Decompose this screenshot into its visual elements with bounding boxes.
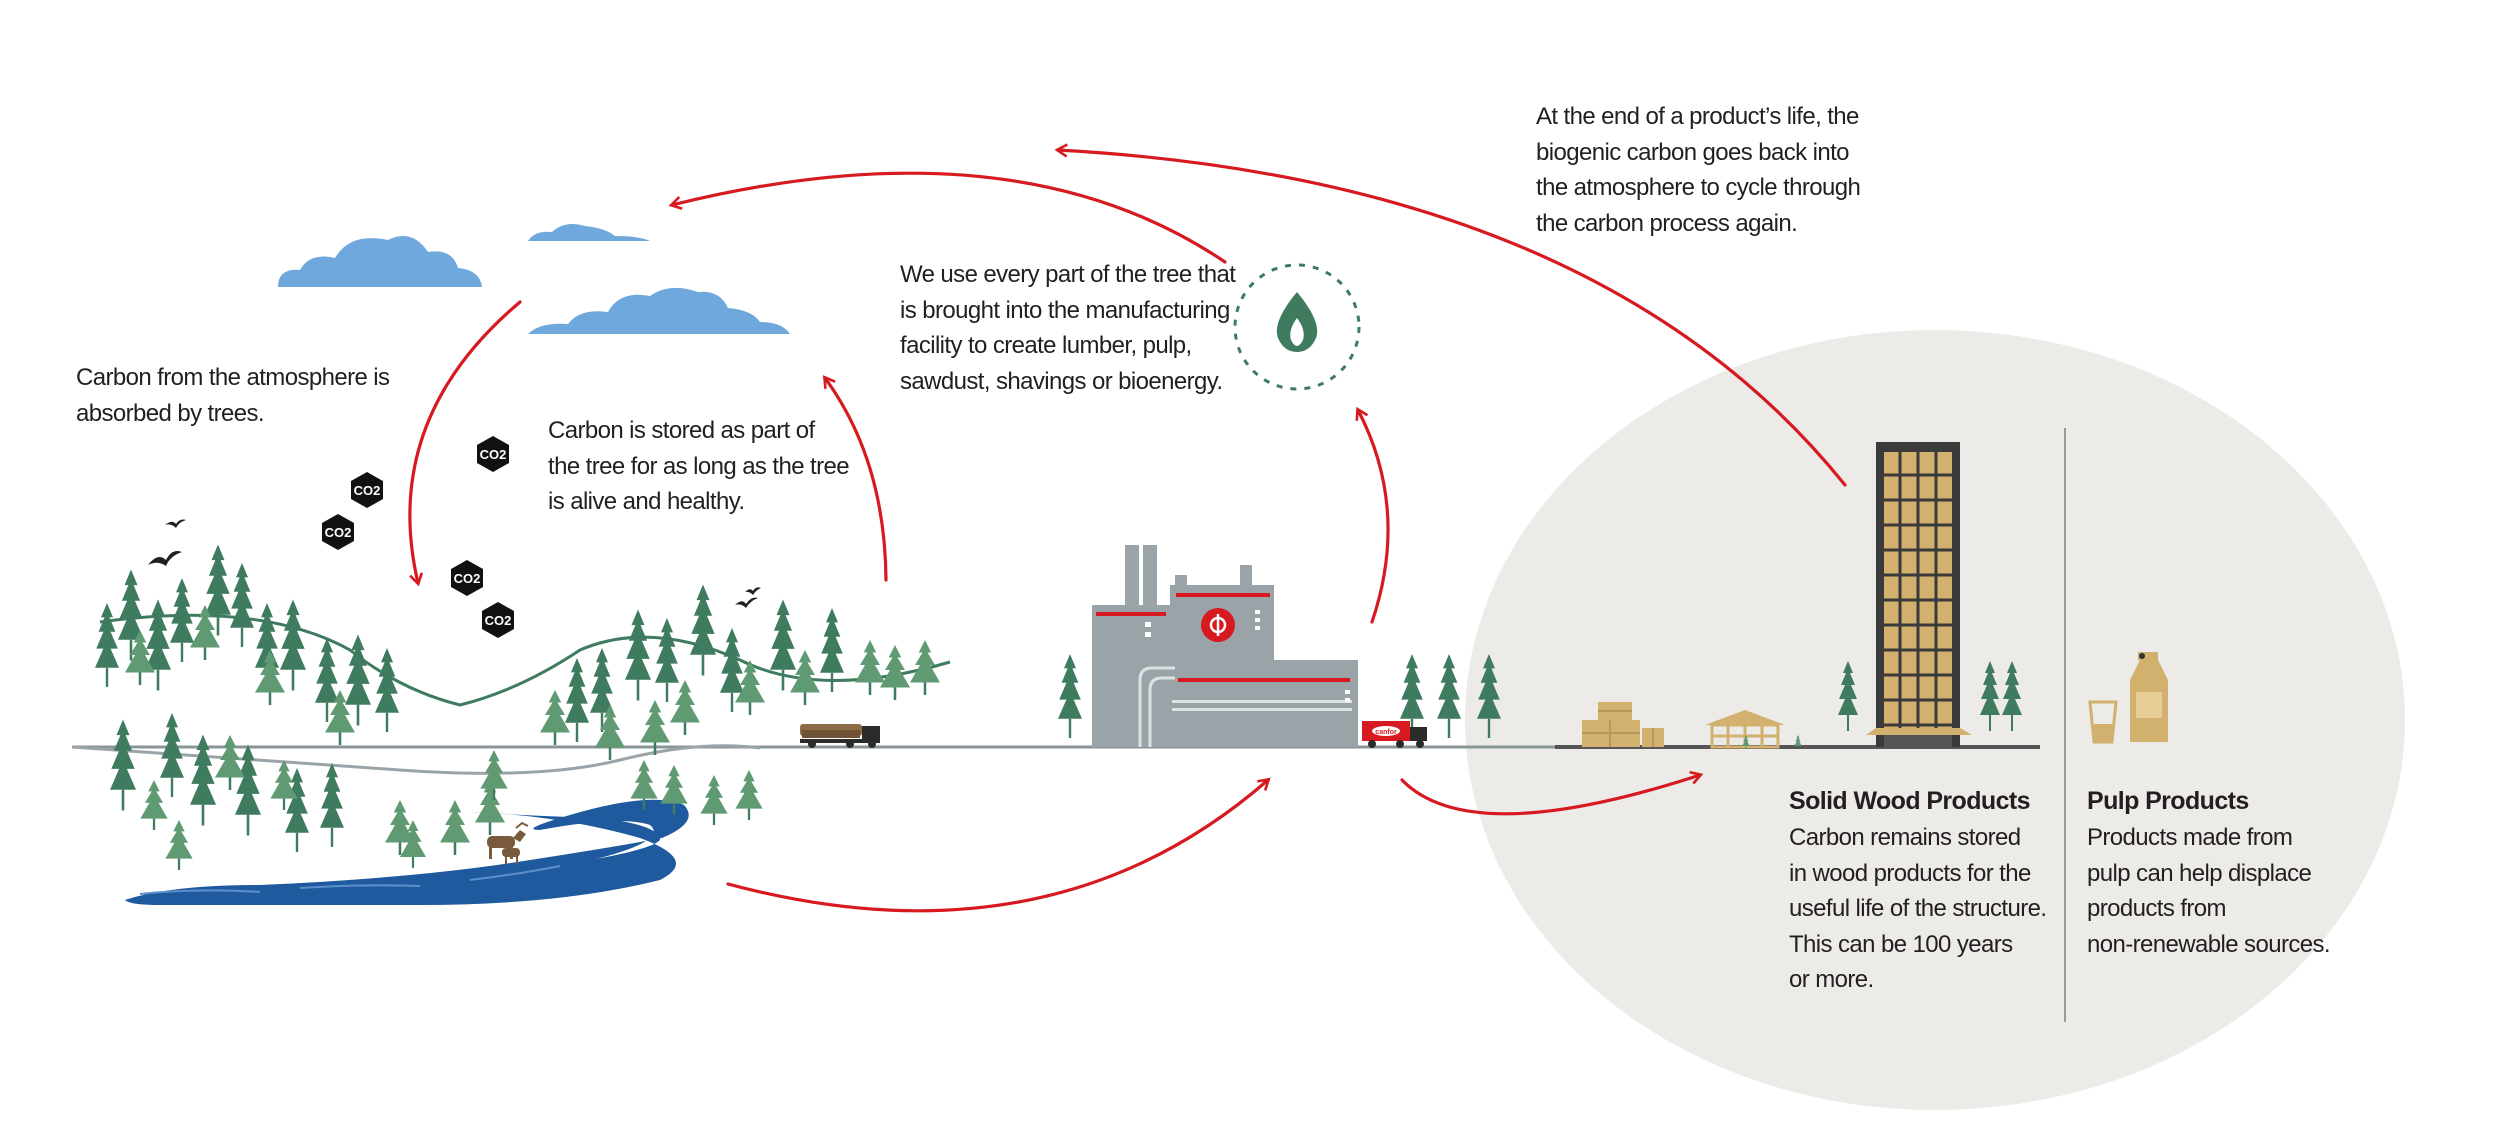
pulp-description: Products made from pulp can help displac… (2087, 824, 2331, 958)
pulp-title: Pulp Products (2087, 787, 2249, 815)
cloud-icon (278, 236, 482, 287)
caption-carbon-absorbed: Carbon from the atmosphere is absorbed b… (76, 364, 390, 427)
caption-end-of-life: At the end of a product’s life, the biog… (1536, 103, 1861, 237)
milk-carton-icon (2130, 652, 2168, 742)
caption-manufacturing: We use every part of the tree that is br… (900, 261, 1236, 395)
solid-wood-title: Solid Wood Products (1789, 787, 2031, 815)
arrow-factory-to-flame (1358, 410, 1390, 624)
bird-icon (148, 519, 761, 608)
arrow-factory-to-products (1400, 775, 1700, 816)
co2-badge-icon: CO2 (351, 472, 383, 508)
forest-middle (480, 584, 940, 825)
co2-badge-label: CO2 (485, 613, 512, 628)
hill-line-light (71, 744, 761, 775)
caption-carbon-stored: Carbon is stored as part of the tree for… (548, 417, 850, 515)
product-truck-icon: canfor (1362, 721, 1427, 748)
solid-wood-description: Carbon remains stored in wood products f… (1789, 824, 2047, 993)
arrow-trees-up (825, 378, 888, 582)
co2-badges: CO2 CO2 CO2 CO2 CO2 (322, 436, 514, 638)
arrow-atmosphere-to-trees (408, 300, 522, 583)
river (125, 799, 689, 901)
hill-line (99, 613, 951, 707)
log-truck-icon (800, 724, 880, 748)
tall-wood-tower-icon (1838, 442, 2022, 747)
cloud-icon (528, 224, 650, 241)
river-body (125, 812, 676, 905)
co2-badge-label: CO2 (454, 571, 481, 586)
co2-badge-label: CO2 (480, 447, 507, 462)
arrow-forest-to-factory (726, 780, 1268, 913)
co2-badge-icon: CO2 (451, 560, 483, 596)
co2-badge-label: CO2 (354, 483, 381, 498)
house-frame-icon (1705, 710, 1802, 749)
river-ripples (139, 865, 561, 895)
co2-badge-icon: CO2 (482, 602, 514, 638)
arrow-products-to-atmosphere (1058, 150, 1847, 487)
cycle-arrows (408, 150, 1847, 913)
co2-badge-icon: CO2 (477, 436, 509, 472)
co2-badge-label: CO2 (325, 525, 352, 540)
forest-left (95, 544, 505, 870)
truck-logo: canfor (1375, 729, 1397, 736)
moose-icon (487, 821, 529, 864)
arrow-tree-to-atmosphere (672, 171, 1227, 264)
flame-icon (1233, 263, 1361, 391)
factory-icon (1092, 545, 1358, 747)
cloud-icon (528, 287, 790, 334)
lumber-stack-icon (1582, 702, 1664, 747)
pulp-cup-icon (2088, 700, 2118, 744)
co2-badge-icon: CO2 (322, 514, 354, 550)
